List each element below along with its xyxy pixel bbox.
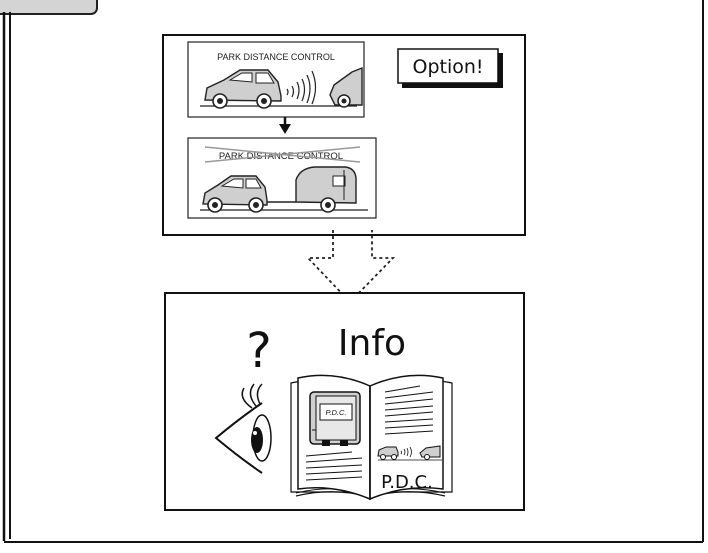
- down-arrow-icon: [279, 117, 291, 134]
- left-page-text-lines: [305, 451, 363, 481]
- outer-frame: [0, 0, 704, 543]
- obstacle-car-icon: [329, 66, 363, 108]
- cross-out-line: [204, 146, 361, 163]
- mini-pdc-scene-icon: [377, 445, 442, 461]
- pdc-scene-label: PARK DISTANCE CONTROL: [217, 52, 335, 62]
- bottom-panel: ? Info P.D.C.: [164, 292, 525, 511]
- van-icon: [204, 69, 282, 109]
- top-panel: PARK DISTANCE CONTROL: [162, 34, 526, 236]
- sensor-waves-icon: [286, 70, 317, 105]
- pdc-disabled-label: PARK DISTANCE CONTROL: [219, 151, 343, 162]
- eye-icon: [214, 383, 272, 474]
- option-label: Option!: [412, 56, 483, 78]
- caravan-trailer-icon: [295, 166, 357, 213]
- option-badge: Option!: [397, 48, 503, 88]
- pdc-scene-box: PARK DISTANCE CONTROL: [187, 41, 365, 118]
- manual-book-icon: P.D.C.: [290, 374, 453, 501]
- module-label: P.D.C.: [325, 408, 346, 417]
- page-pdc-label: P.D.C.: [381, 472, 433, 493]
- info-title: Info: [338, 323, 406, 364]
- question-mark: ?: [246, 323, 271, 379]
- right-page-text-lines: [384, 385, 434, 435]
- van-towing-icon: [202, 175, 268, 213]
- pdc-control-module-icon: P.D.C.: [309, 391, 361, 446]
- dotted-down-arrow: [305, 230, 396, 304]
- pdc-disabled-scene-box: PARK DISTANCE CONTROL: [187, 137, 377, 219]
